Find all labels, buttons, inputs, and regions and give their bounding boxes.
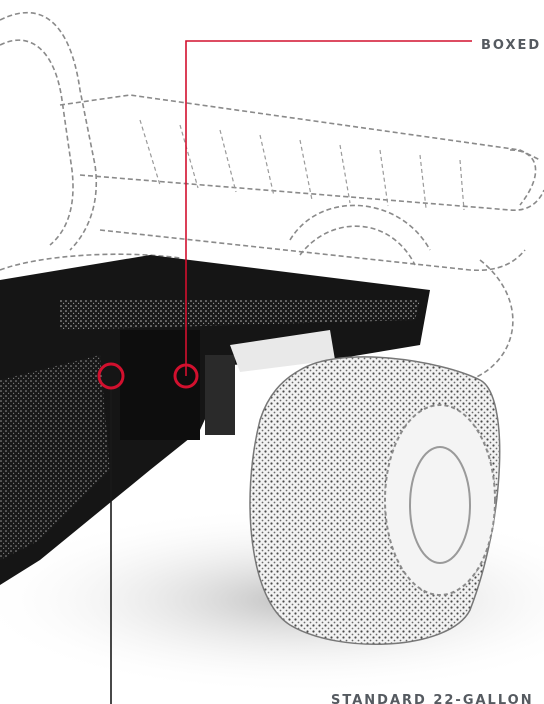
callout-boxed <box>173 40 472 389</box>
callout-marker-tank[interactable] <box>97 362 125 390</box>
callout-tank <box>97 362 125 704</box>
callout-label-boxed: BOXED <box>481 38 542 53</box>
chassis-frame <box>0 255 430 585</box>
callout-marker-boxed[interactable] <box>173 363 199 389</box>
truck-body-outline <box>0 11 544 381</box>
rear-tire <box>249 356 501 645</box>
callout-label-tank: STANDARD 22-GALLON <box>331 693 534 704</box>
tailgate-ribs <box>139 119 465 211</box>
